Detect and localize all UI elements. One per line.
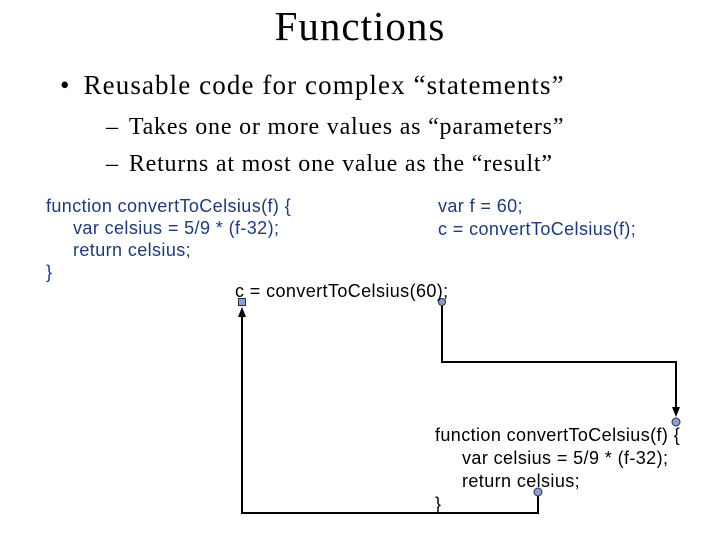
code-block-function-definition-expanded: function convertToCelsius(f) { var celsi… [435, 424, 680, 516]
sub-bullet-text: Takes one or more values as “parameters” [128, 114, 565, 140]
dash-glyph: – [106, 151, 119, 177]
code-block-function-definition: function convertToCelsius(f) { var celsi… [46, 195, 291, 283]
argument-flow-connector [438, 298, 681, 427]
sub-bullet-item: – Takes one or more values as “parameter… [106, 114, 564, 141]
code-line: c = convertToCelsius(f); [438, 219, 637, 239]
code-line: var f = 60; [438, 196, 523, 216]
code-line: return celsius; [46, 240, 192, 260]
dash-glyph: – [106, 114, 119, 140]
code-line: var celsius = 5/9 * (f-32); [435, 448, 669, 468]
code-line: function convertToCelsius(f) { [435, 425, 681, 445]
bullet-glyph: • [60, 70, 71, 100]
slide-title: Functions [274, 3, 446, 49]
code-block-call-site: var f = 60; c = convertToCelsius(f); [438, 195, 636, 241]
code-line: } [435, 494, 442, 514]
sub-bullet-item: – Returns at most one value as the “resu… [106, 151, 553, 178]
code-statement-substituted-call: c = convertToCelsius(60); [235, 280, 449, 302]
connector-line [441, 306, 677, 407]
down-arrowhead-icon [672, 407, 680, 417]
code-line: } [46, 262, 53, 282]
code-line: c = convertToCelsius(60); [235, 281, 449, 301]
code-line: return celsius; [435, 471, 581, 491]
code-line: function convertToCelsius(f) { [46, 196, 292, 216]
code-line: var celsius = 5/9 * (f-32); [46, 218, 280, 238]
up-arrowhead-icon [238, 307, 246, 317]
sub-bullet-text: Returns at most one value as the “result… [128, 151, 553, 177]
bullet-item: • Reusable code for complex “statements” [60, 70, 565, 101]
bullet-text: Reusable code for complex “statements” [83, 70, 565, 100]
